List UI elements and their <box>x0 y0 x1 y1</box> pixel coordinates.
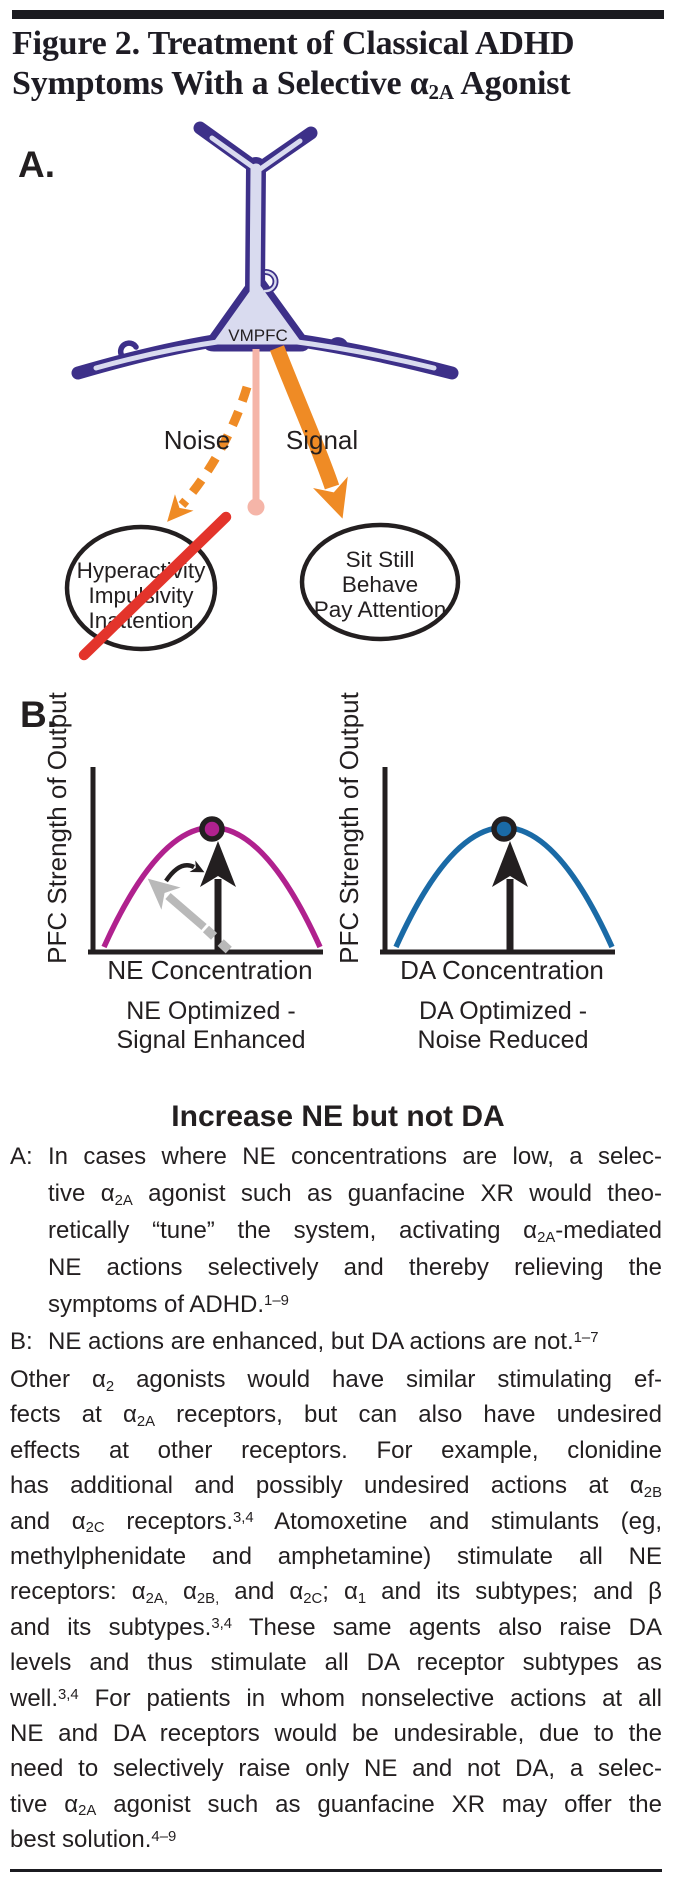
text-line: tive α2A agonist such as guanfacine XR m… <box>10 1790 663 1820</box>
behaviors-ellipse: Sit Still Behave Pay Attention <box>299 522 461 642</box>
text-line: has additional and possibly undesired ac… <box>10 1472 662 1501</box>
ne-caption-line1: NE Optimized - <box>126 997 295 1025</box>
text-line: effects at other receptors. For example,… <box>10 1436 662 1464</box>
da-axes <box>380 767 615 955</box>
text-line: best solution.4–9 <box>10 1826 177 1854</box>
caption-notes: A: In cases where NE concentrations are … <box>10 1138 662 1360</box>
text-line: and its subtypes.3,4 These same agents a… <box>10 1613 662 1641</box>
caption-heading: Increase NE but not DA <box>171 1100 505 1133</box>
panel-a-letter: A. <box>18 144 55 185</box>
text-line: NE actions are enhanced, but DA actions … <box>48 1328 599 1355</box>
gray-before-arrow <box>147 878 207 931</box>
gray-dashed-tail <box>202 925 237 958</box>
rotation-arrow <box>164 860 205 883</box>
trunk-core <box>249 163 262 306</box>
ne-up-arrow-head <box>200 841 236 887</box>
vmpfc-label: VMPFC <box>228 326 288 345</box>
figure-graphic: A. <box>18 121 615 1054</box>
text-line: well.3,4 For patients in whom nonselecti… <box>10 1684 662 1712</box>
behavior-3: Pay Attention <box>314 597 447 622</box>
behavior-2: Behave <box>342 572 418 597</box>
ne-chart: PFC Strength of Output NE Concentration … <box>42 691 323 1054</box>
text-line: symptoms of ADHD.1–9 <box>48 1291 289 1318</box>
text-line: need to selectively raise only NE and no… <box>10 1755 662 1783</box>
behavior-1: Sit Still <box>346 547 415 572</box>
da-curve <box>393 825 615 949</box>
noise-arrow <box>167 385 252 522</box>
da-y-axis-label: PFC Strength of Output <box>334 691 364 963</box>
note-b-label: B: <box>10 1328 33 1355</box>
text-line: and α2C receptors.3,4 Atomoxetine and st… <box>10 1507 662 1537</box>
bottom-rule <box>10 1869 662 1872</box>
da-caption-line2: Noise Reduced <box>418 1026 589 1054</box>
note-b: B: NE actions are enhanced, but DA actio… <box>10 1323 662 1360</box>
signal-arrow <box>270 345 348 519</box>
apical-right-core <box>253 138 303 175</box>
text-line: retically “tune” the system, activating … <box>48 1217 662 1246</box>
red-strikethrough <box>78 511 232 661</box>
note-a-label: A: <box>10 1143 33 1170</box>
figure-title: Figure 2. Treatment of Classical ADHD Sy… <box>12 24 664 104</box>
spine-core <box>263 270 277 293</box>
figure-title-line1: Figure 2. Treatment of Classical ADHD <box>12 25 575 62</box>
da-x-axis-label: DA Concentration <box>400 955 604 985</box>
basal-left-core <box>93 338 227 371</box>
pyramidal-neuron: VMPFC <box>71 121 459 380</box>
figure-title-line2: Symptoms With a Selective α2A Agonist <box>12 65 571 105</box>
text-line: NE and DA receptors would be undesirable… <box>10 1720 662 1748</box>
basal-right-core <box>287 338 437 371</box>
text-line: NE actions selectively and thereby relie… <box>48 1254 662 1281</box>
caption-paragraph: Other α2 agonists would have similar sti… <box>10 1362 662 1858</box>
top-rule <box>12 10 664 19</box>
ne-caption-line2: Signal Enhanced <box>116 1026 305 1054</box>
ne-x-axis-label: NE Concentration <box>107 955 312 985</box>
axon-terminal-dot <box>247 498 265 516</box>
text-line: methylphenidate and amphetamine) stimula… <box>10 1543 662 1571</box>
text-line: fects at α2A receptors, but can also hav… <box>10 1401 662 1430</box>
noise-label: Noise <box>164 425 230 455</box>
panel-b-letter: B. <box>20 694 57 735</box>
text-line: Other α2 agonists would have similar sti… <box>10 1366 662 1395</box>
behaviors-ellipse-outline <box>299 522 461 642</box>
ne-y-axis-label: PFC Strength of Output <box>42 691 72 963</box>
text-line: In cases where NE concentrations are low… <box>48 1143 662 1170</box>
da-chart: PFC Strength of Output DA Concentration … <box>334 691 615 1054</box>
text-line: tive α2A agonist such as guanfacine XR w… <box>48 1180 662 1209</box>
apical-left-core <box>209 135 260 173</box>
symptoms-ellipse: Hyperactivity Impulsivity Inattention <box>64 511 232 661</box>
note-a-text: In cases where NE concentrations are low… <box>48 1138 662 1323</box>
note-a: A: In cases where NE concentrations are … <box>10 1138 662 1323</box>
da-caption-line1: DA Optimized - <box>419 997 587 1025</box>
da-up-arrow-head <box>492 841 528 887</box>
signal-label: Signal <box>286 425 358 455</box>
note-b-text: NE actions are enhanced, but DA actions … <box>48 1323 662 1360</box>
ne-axes <box>88 767 323 955</box>
text-line: receptors: α2A, α2B, and α2C; α1 and its… <box>10 1578 662 1607</box>
basal-spine-left <box>117 340 139 359</box>
text-line: levels and thus stimulate all DA recepto… <box>10 1649 662 1677</box>
axon <box>247 349 265 516</box>
da-peak-dot <box>491 816 517 842</box>
ne-peak-dot <box>199 816 225 842</box>
